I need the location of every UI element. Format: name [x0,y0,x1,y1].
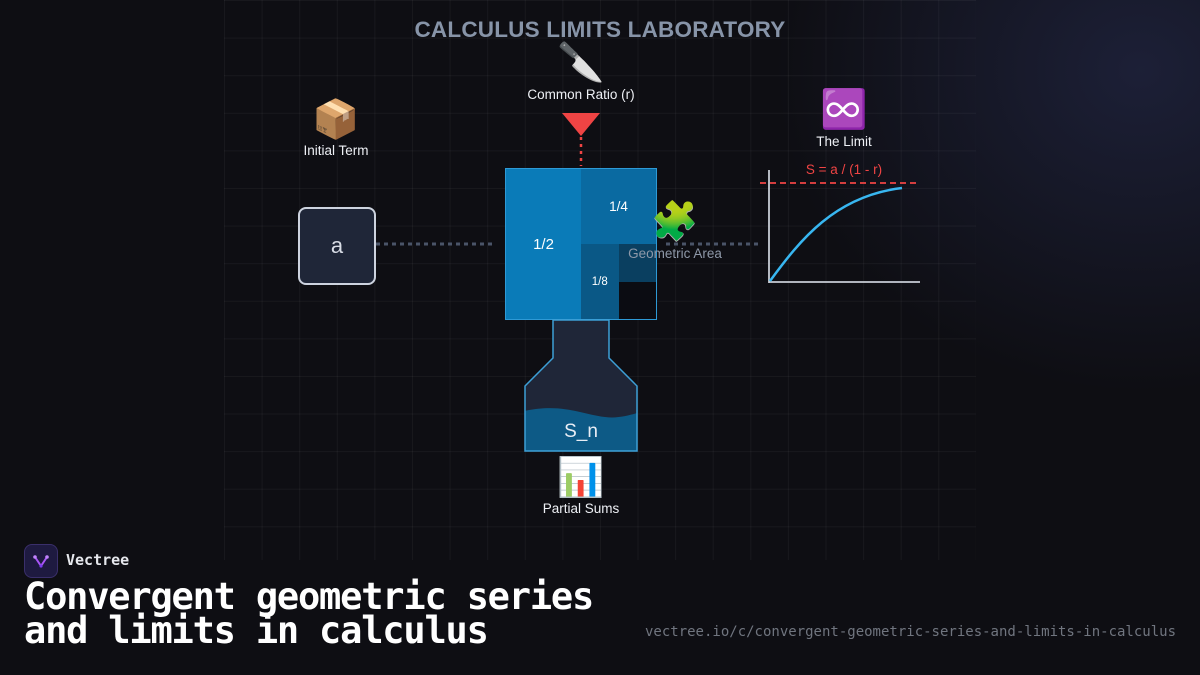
piece-quarter: 1/4 [581,169,656,244]
geometric-area-label: Geometric Area [628,246,722,261]
the-limit-label: The Limit [816,134,872,149]
puzzle-piece-icon: 🧩 [651,199,699,243]
convergence-curve [768,186,903,282]
piece-eighth: 1/8 [581,244,619,319]
piece-half-label: 1/2 [533,235,554,253]
headline-line-1: Convergent geometric series [24,575,594,618]
partial-sums-flask [524,319,638,452]
piece-sixteenth [618,244,656,282]
limit-plot [760,170,920,283]
brand-name: Vectree [66,551,130,569]
knife-icon: 🔪 [557,40,605,84]
diagram: CALCULUS LIMITS LABORATORY 📦 Initial Ter… [298,17,920,516]
piece-quarter-label: 1/4 [609,199,628,214]
piece-half: 1/2 [506,169,581,319]
vectree-logo[interactable] [24,544,58,578]
piece-eighth-label: 1/8 [591,275,608,288]
logo-mark-icon [33,555,49,568]
page-headline: Convergent geometric series and limits i… [24,575,644,652]
cut-arrow [562,113,600,136]
initial-term-box: a [298,207,376,285]
common-ratio-label: Common Ratio (r) [527,87,635,102]
package-icon: 📦 [312,97,360,141]
initial-term-label: Initial Term [303,143,369,158]
infinity-icon: ♾️ [820,87,868,131]
headline-line-2: and limits in calculus [24,609,489,652]
course-url[interactable]: vectree.io/c/convergent-geometric-series… [644,624,1176,640]
partial-sums-label: Partial Sums [542,501,620,516]
flask-liquid [525,408,637,451]
connectors [376,113,758,246]
flask-outline [524,319,638,452]
limit-formula: S = a / (1 - r) [805,162,883,177]
flask-label: S_n [564,421,598,442]
diagram-title: CALCULUS LIMITS LABORATORY [414,17,786,42]
bar-chart-icon: 📊 [557,455,605,499]
